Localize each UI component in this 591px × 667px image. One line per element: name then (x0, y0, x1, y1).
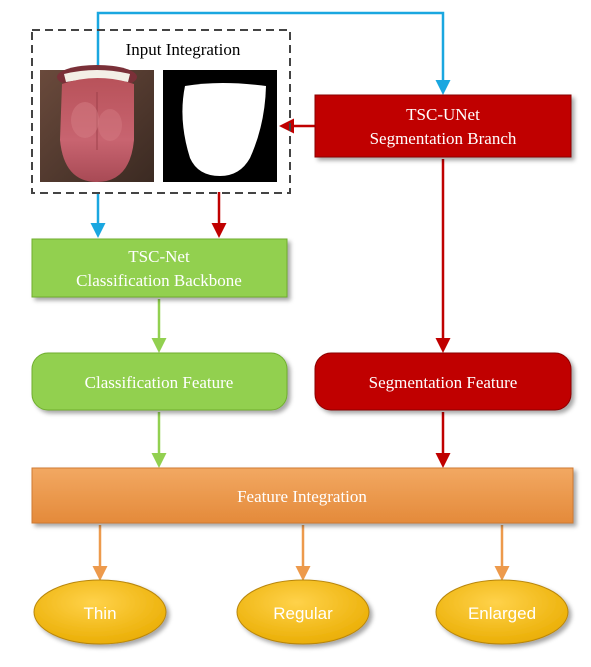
input-group-frame (31, 29, 291, 194)
seg-branch-title: TSC-UNet (406, 105, 480, 124)
class-feature-label: Classification Feature (85, 373, 234, 392)
seg-feature-box: Segmentation Feature (314, 352, 572, 411)
segmentation-mask-image (163, 70, 277, 182)
feature-integration-label: Feature Integration (237, 487, 367, 506)
seg-branch-subtitle: Segmentation Branch (370, 129, 517, 148)
backbone-box: TSC-Net Classification Backbone (31, 238, 288, 298)
tongue-image (40, 65, 154, 182)
input-integration-group: Input Integration (31, 29, 291, 194)
class-feature-box: Classification Feature (31, 352, 288, 411)
output-thin-label: Thin (83, 604, 116, 623)
seg-branch-box: TSC-UNet Segmentation Branch (314, 94, 572, 158)
output-regular: Regular (236, 579, 370, 645)
input-group-title: Input Integration (126, 40, 241, 59)
output-thin: Thin (33, 579, 167, 645)
output-regular-label: Regular (273, 604, 333, 623)
arrow-input-to-seg-branch (96, 11, 451, 95)
backbone-title: TSC-Net (128, 247, 190, 266)
output-enlarged-label: Enlarged (468, 604, 536, 623)
backbone-subtitle: Classification Backbone (76, 271, 242, 290)
output-enlarged: Enlarged (435, 579, 569, 645)
feature-integration-box: Feature Integration (31, 467, 574, 524)
seg-feature-label: Segmentation Feature (369, 373, 518, 392)
